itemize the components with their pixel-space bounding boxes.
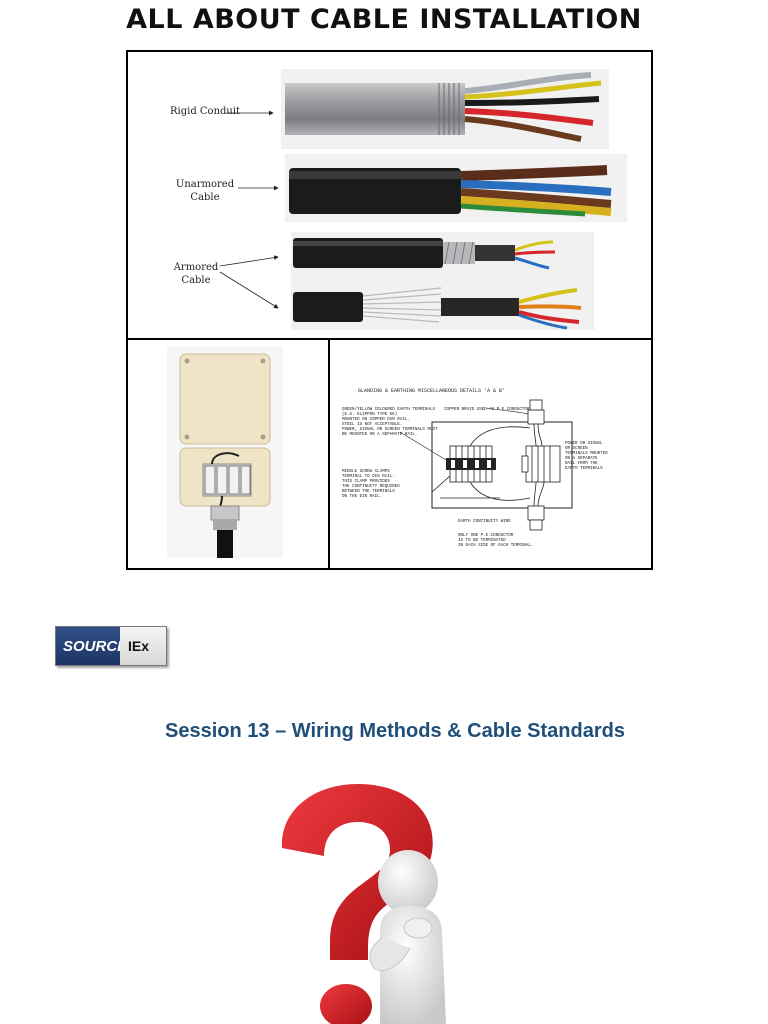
- note-left-6: BE MOUNTED ON A SEPARATE RAIL.: [342, 433, 417, 437]
- label-rigid-conduit: Rigid Conduit: [170, 106, 241, 117]
- label-armored-line2: Cable: [181, 275, 211, 286]
- glanding-earthing-drawing: GLANDING & EARTHING MISCELLANEOUS DETAIL…: [340, 348, 646, 558]
- label-unarmored: Unarmored Cable: [170, 178, 240, 204]
- note-left-5: POWER, SIGNAL OR SCREEN TERMINALS MUST: [342, 428, 438, 432]
- note-left-2: (E.G. KLIPPON TYPE EK): [342, 412, 397, 417]
- note-bottom-1: ONLY ONE P.E.CONDUCTOR: [458, 534, 514, 538]
- badge-iex-label: IEx: [120, 627, 166, 665]
- thinking-person-question-mark-illustration: [281, 784, 446, 1024]
- figure-divider-horizontal: [128, 338, 651, 340]
- note-mid-3: THIS CLAMP PROVIDES: [342, 480, 390, 484]
- badge-source-label: SOURCE: [56, 627, 127, 665]
- label-armored-line1: Armored: [173, 262, 219, 273]
- junction-box-photo: [167, 346, 283, 558]
- note-left-4: STEEL IS NOT ACCEPTABLE.: [342, 423, 402, 427]
- note-bottom-2: IS TO BE TERMINATED: [458, 539, 506, 543]
- note-right-5: RAIL FROM THE: [565, 462, 598, 466]
- label-unarmored-line1: Unarmored: [175, 179, 235, 190]
- page-title: ALL ABOUT CABLE INSTALLATION: [126, 4, 642, 35]
- armored-cable-photo: [291, 232, 594, 330]
- source-iex-badge: SOURCE IEx: [55, 626, 167, 666]
- note-left-3: MOUNTED ON COPPER DIN RAIL.: [342, 418, 410, 422]
- note-right-4: ON A SEPARATE: [565, 457, 598, 461]
- unarmored-cable-photo: [285, 154, 627, 222]
- note-right-2: OR SCREEN: [565, 447, 588, 451]
- note-mid-4: THE CONTINUITY REQUIRED: [342, 485, 400, 489]
- figure-divider-vertical: [328, 338, 330, 570]
- note-bottom-3: IN EACH SIDE OF EACH TERMINAL.: [458, 544, 533, 548]
- note-right-6: EARTH TERMINALS: [565, 467, 603, 471]
- rigid-conduit-photo: [281, 69, 609, 149]
- label-unarmored-line2: Cable: [190, 192, 220, 203]
- note-earth: EARTH CONTINUITY WIRE: [458, 520, 511, 524]
- note-right-3: TERMINALS MOUNTED: [565, 452, 608, 456]
- note-right-1: POWER OR SIGNAL: [565, 442, 603, 446]
- note-left-1: GREEN/YELLOW COLOURED EARTH TERMINALS: [342, 407, 435, 412]
- note-mid-6: ON THE DIN RAIL.: [342, 495, 382, 499]
- label-armored: Armored Cable: [164, 261, 228, 287]
- note-top: COPPER BRAID USED AS P.E.CONDUCTOR: [444, 408, 530, 412]
- label-arrows: [219, 110, 279, 309]
- drawing-heading: GLANDING & EARTHING MISCELLANEOUS DETAIL…: [358, 388, 505, 394]
- figure-box: Rigid Conduit Unarmored Cable Armored Ca…: [126, 50, 653, 570]
- note-mid-5: BETWEEN THE TERMINALS: [342, 490, 395, 494]
- session-title: Session 13 – Wiring Methods & Cable Stan…: [165, 720, 625, 742]
- note-mid-2: TERMINAL TO DIN RAIL.: [342, 475, 395, 479]
- note-mid-1: MIDDLE SCREW CLAMPS: [342, 470, 390, 474]
